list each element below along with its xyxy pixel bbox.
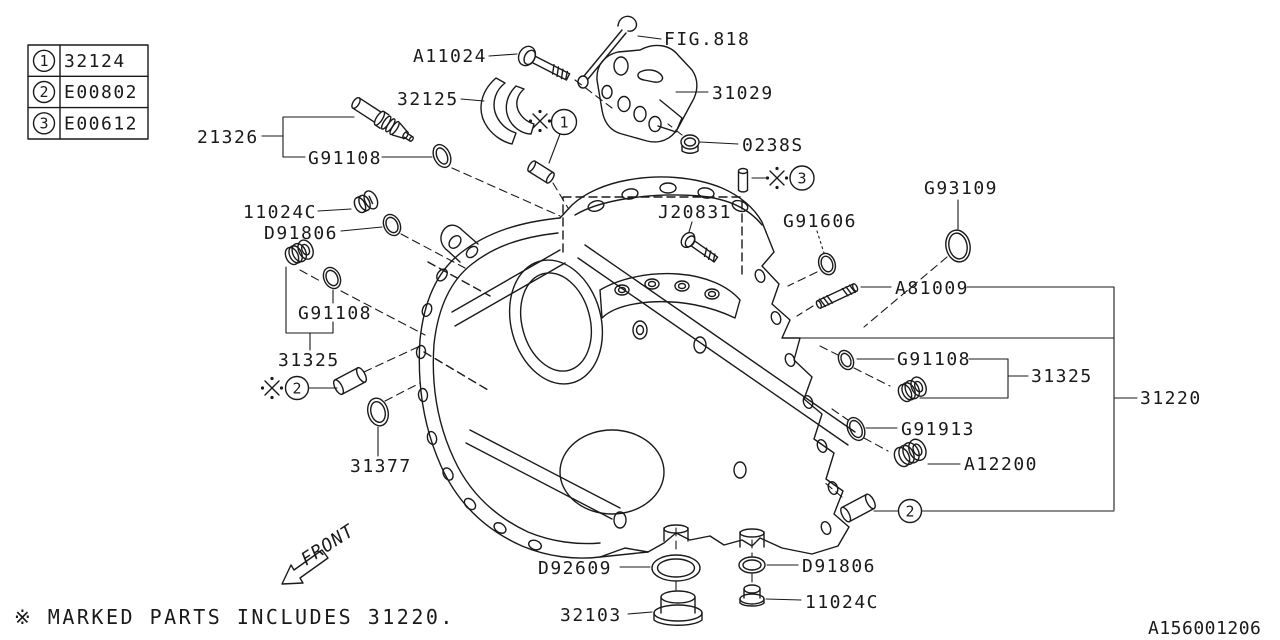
dowel-pin-right-glyph: [840, 493, 876, 523]
oring-g91913-glyph: [846, 416, 866, 442]
callout-31220: 31220: [1140, 388, 1202, 409]
install-axis-dashed-leaders: [299, 79, 948, 591]
case-hidden-lines: [423, 196, 743, 391]
sensor-21326-glyph: [351, 97, 414, 142]
callout-21326: 21326: [197, 127, 259, 148]
callout-g91108-top: G91108: [308, 148, 382, 169]
front-label: FRONT: [297, 520, 358, 570]
legend-part-3: E00612: [64, 114, 138, 135]
oring-d92609-glyph: [651, 554, 701, 582]
marked-parts-note: ※ MARKED PARTS INCLUDES 31220.: [14, 605, 455, 629]
bolt-j20831-glyph: [680, 231, 719, 263]
stud-a81009-glyph: [815, 283, 859, 309]
bolt-a11024-glyph: [517, 45, 571, 81]
callout-31029: 31029: [712, 83, 774, 104]
drain-plug-32103-glyph: [653, 590, 703, 626]
circled-ref-1: [550, 108, 578, 136]
asterisk-mark-1: [528, 109, 552, 133]
washer-g91108-left-glyph: [322, 266, 342, 290]
dowel-pin-top-glyph: [527, 160, 555, 184]
callout-0238s: 0238S: [742, 135, 804, 156]
callout-g91108-left: G91108: [298, 303, 372, 324]
reference-marks: 1 2 3 2: [260, 108, 923, 524]
front-arrow-icon: [281, 549, 329, 585]
oring-g91606-glyph: [817, 252, 837, 276]
oring-d91806-top-glyph: [382, 213, 402, 237]
circled-ref-2-right: [897, 498, 923, 524]
circled-ref-2-left-digit: 2: [292, 380, 301, 398]
callout-g93109: G93109: [924, 178, 998, 199]
oring-d91806-bottom-glyph: [738, 556, 766, 574]
callout-11024c-bottom: 11024C: [805, 592, 879, 613]
legend-ref-circle: [32, 80, 56, 104]
plug-11024c-bottom-glyph: [739, 584, 765, 607]
circled-ref-3: [789, 165, 815, 191]
callout-31377: 31377: [350, 456, 412, 477]
diagram-id: A156001206: [1148, 618, 1261, 639]
circled-ref-2-right-digit: 2: [905, 503, 914, 521]
washer-g91108-top-glyph: [432, 143, 452, 169]
front-orientation: FRONT: [281, 520, 358, 585]
legend-border: [27, 44, 149, 140]
callout-j20831: J20831: [658, 202, 732, 223]
bracket-31029-glyph: [596, 44, 698, 143]
g91606-dotted-leader: [816, 230, 825, 254]
callout-d91806-bottom: D91806: [802, 556, 876, 577]
plug-a12200-glyph: [893, 438, 927, 468]
plug-31325-left-glyph: [284, 239, 314, 266]
callout-a11024: A11024: [413, 46, 487, 67]
legend-part-2: E00802: [64, 82, 138, 103]
callout-11024c-top: 11024C: [243, 202, 317, 223]
legend-table: 1 2 3 32124 E00802 E00612: [27, 44, 149, 140]
callout-31325-right: 31325: [1031, 366, 1093, 387]
nut-0238s-glyph: [680, 134, 700, 154]
callout-g91606: G91606: [783, 211, 857, 232]
callout-a12200: A12200: [964, 454, 1038, 475]
legend-ref-3: 3: [39, 115, 48, 133]
plug-11024c-top-glyph: [353, 190, 379, 214]
callout-labels: A11024 FIG.818 32125 31029 21326 G91108 …: [197, 29, 1202, 626]
oring-g93109-glyph: [945, 229, 971, 263]
callout-fig818: FIG.818: [664, 29, 750, 50]
callout-32125: 32125: [397, 89, 459, 110]
plug-31325-right-glyph: [897, 376, 927, 403]
legend-ref-circle: [32, 49, 56, 72]
callout-32103: 32103: [560, 605, 622, 626]
callout-31325-left: 31325: [278, 350, 340, 371]
legend-part-1: 32124: [64, 51, 126, 72]
callout-a81009: A81009: [895, 278, 969, 299]
lever-32125-glyph: [480, 77, 535, 145]
callout-leader-lines: [261, 35, 1138, 615]
legend-ref-2: 2: [39, 83, 48, 101]
callout-g91108-right: G91108: [897, 349, 971, 370]
washer-g91108-right-glyph: [837, 349, 855, 371]
circled-ref-2-left: [284, 375, 310, 401]
dowel-pin-left-glyph: [332, 366, 368, 396]
asterisk-mark-2: [260, 376, 284, 400]
transmission-case-artwork: [415, 176, 856, 559]
legend-ref-1: 1: [39, 52, 48, 70]
circled-ref-1-digit: 1: [559, 114, 568, 132]
rod-fig818-glyph: [577, 15, 638, 89]
callout-g91913: G91913: [901, 419, 975, 440]
asterisk-mark-3: [765, 166, 789, 190]
circled-ref-3-digit: 3: [797, 170, 806, 188]
legend-ref-circle: [32, 112, 56, 135]
callout-d91806-top: D91806: [264, 223, 338, 244]
straight-pin-glyph: [737, 167, 749, 193]
callout-d92609: D92609: [538, 558, 612, 579]
oring-31377-glyph: [366, 397, 390, 427]
